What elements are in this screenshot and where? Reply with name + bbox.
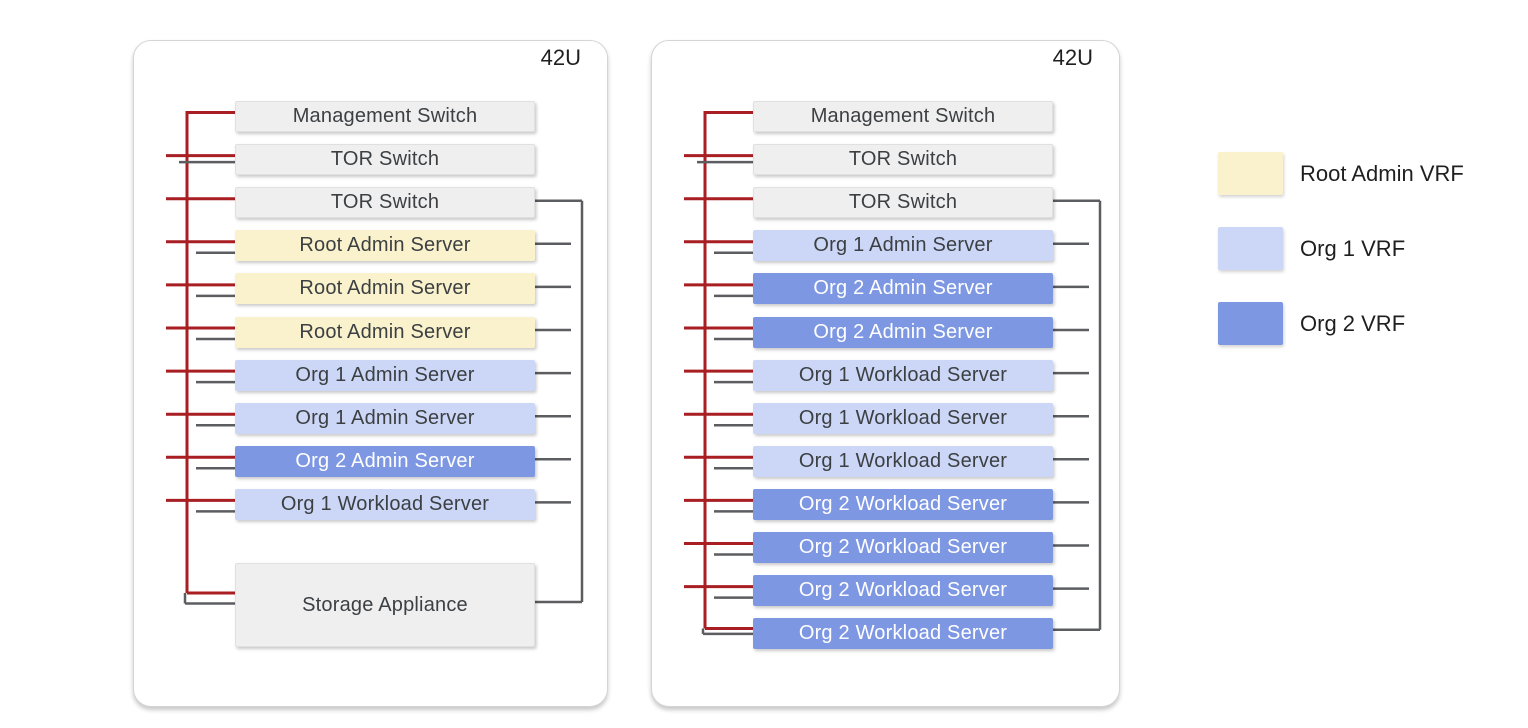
legend-swatch — [1218, 152, 1283, 195]
rack-unit: Org 1 Admin Server — [235, 402, 535, 434]
rack-unit: Root Admin Server — [235, 230, 535, 262]
rack-unit: TOR Switch — [753, 187, 1053, 219]
rack-unit: Org 1 Workload Server — [235, 488, 535, 520]
legend-swatch — [1218, 227, 1283, 270]
rack-unit: TOR Switch — [753, 144, 1053, 176]
rack-unit: Org 2 Workload Server — [753, 575, 1053, 607]
rack-unit: Management Switch — [235, 101, 535, 132]
legend-swatch — [1218, 302, 1283, 345]
legend-label: Root Admin VRF — [1300, 160, 1464, 186]
rack-unit: Org 1 Workload Server — [753, 359, 1053, 391]
rack-unit: Org 2 Admin Server — [753, 316, 1053, 348]
rack-size-label: 42U — [1052, 45, 1093, 70]
legend-label: Org 1 VRF — [1300, 235, 1406, 261]
legend-label: Org 2 VRF — [1300, 310, 1406, 336]
rack-unit: Storage Appliance — [235, 563, 535, 647]
rack-unit: Org 1 Admin Server — [235, 359, 535, 391]
rack-unit: Org 2 Workload Server — [753, 532, 1053, 563]
rack-unit: Org 2 Workload Server — [753, 618, 1053, 650]
rack-unit: TOR Switch — [235, 187, 535, 219]
rack-unit: Management Switch — [753, 101, 1053, 132]
rack-unit: TOR Switch — [235, 144, 535, 176]
rack-unit: Org 2 Admin Server — [235, 445, 535, 477]
rack-unit: Org 2 Workload Server — [753, 488, 1053, 520]
legend: Root Admin VRF Org 1 VRF Org 2 VRF — [1218, 152, 1528, 392]
rack-size-label: 42U — [540, 45, 581, 70]
rack-unit: Org 1 Admin Server — [753, 230, 1053, 262]
rack-unit: Root Admin Server — [235, 316, 535, 348]
rack-unit: Root Admin Server — [235, 273, 535, 305]
rack-unit: Org 2 Admin Server — [753, 273, 1053, 305]
rack-unit: Org 1 Workload Server — [753, 445, 1053, 477]
rack-unit: Org 1 Workload Server — [753, 402, 1053, 434]
